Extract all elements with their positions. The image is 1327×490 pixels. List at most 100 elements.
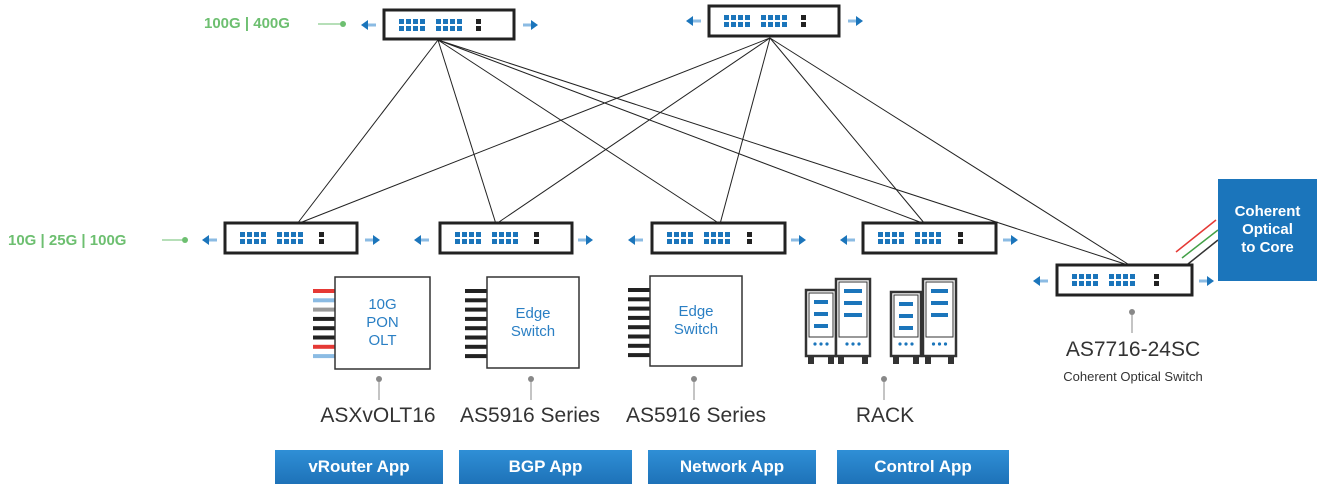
edge1-box-text: Edge Switch [487,305,579,341]
rack-unit [814,312,828,316]
switch-port [718,232,723,237]
switch-body [382,8,516,41]
connector-lead [465,354,487,359]
control-app-button[interactable]: Control App [837,450,1009,484]
switch-port [878,239,883,244]
arrow-left-icon [361,20,376,30]
switch-port [1072,281,1077,286]
arrow-shaft [635,238,643,242]
switch-port [885,239,890,244]
olt-line-3: OLT [368,332,397,349]
rack-led [851,342,855,346]
connector-lead [628,306,650,311]
switch-port [436,19,441,24]
switch-led [534,239,539,244]
leaf-speed-label: 10G | 25G | 100G [8,232,127,249]
switch-port [399,19,404,24]
arrow-shaft [1040,279,1048,283]
edge2-box-text: Edge Switch [650,303,742,339]
olt-line-2: PON [366,314,399,331]
switch-port [782,22,787,27]
arrow-shaft [523,23,531,27]
edge2-caption: AS5916 Series [625,404,767,427]
arrow-head [856,16,863,26]
rack-led [898,342,902,346]
rack-unit [844,313,862,317]
switch-port [277,239,282,244]
rack-foot [862,356,868,364]
device-body [649,275,743,367]
connector-lead [465,326,487,331]
rack-led [937,342,942,346]
bgp-app-button[interactable]: BGP App [459,450,632,484]
connector-lead [465,344,487,349]
connector-lead [628,325,650,330]
device-box [313,276,431,370]
spine-leaf-link [296,37,771,225]
connector-lead [628,288,650,292]
connector-pins [162,21,1135,400]
switch-port [688,232,693,237]
device-body [486,276,580,369]
core-link-black [1187,239,1219,265]
switch-port [1123,281,1128,286]
arrow-head [1011,235,1018,245]
device-body [334,276,431,370]
connector-dot-icon [881,376,887,400]
switch-port [667,239,672,244]
switch-body [438,221,574,255]
connector-lead [465,316,487,321]
server-rack-icon [834,277,872,364]
coherent-caption: AS7716-24SC [1065,338,1201,361]
vrouter-app-button[interactable]: vRouter App [275,450,443,484]
switch-port [1093,274,1098,279]
network-app-button[interactable]: Network App [648,450,816,484]
rack-unit [899,302,913,306]
spine-leaf-link [437,39,721,225]
switch-port [688,239,693,244]
switch-port [455,239,460,244]
spine-leaf-link [719,37,771,225]
switch-port [298,239,303,244]
arrow-left-icon [1033,276,1048,286]
arrow-right-icon [1003,235,1018,245]
switch-port [892,232,897,237]
coherent-subcaption: Coherent Optical Switch [1063,369,1203,384]
switch-port [284,239,289,244]
rack-unit [899,314,913,318]
spine-leaf-link [437,39,1132,267]
switch-port [240,239,245,244]
switch-icon [861,221,998,255]
switch-port [878,232,883,237]
arrow-head [1033,276,1040,286]
switch-port [443,19,448,24]
rack-led [931,342,936,346]
switch-port [738,15,743,20]
switch-port [768,22,773,27]
switch-port [420,19,425,24]
connector-lead [628,334,650,339]
arrow-left-icon [840,235,855,245]
switch-port [469,239,474,244]
spine-leaf-link [437,39,497,225]
rack-unit [844,289,862,293]
switch-led [801,22,806,27]
rack-unit [814,300,828,304]
switch-led [747,239,752,244]
core-line-2: Optical [1242,221,1293,238]
switch-port [768,15,773,20]
switch-port [775,15,780,20]
arrow-shaft [848,19,856,23]
switch-port [450,19,455,24]
connector-lead [628,297,650,302]
connector-lead [313,335,335,340]
switch-port [899,239,904,244]
spine-leaf-link [769,37,1132,267]
switch-port [1079,281,1084,286]
rack-led [904,342,908,346]
edge1-line-2: Switch [510,323,556,340]
switch-led [476,19,481,24]
rack-led [845,342,849,346]
arrow-shaft [365,238,373,242]
switch-port [929,232,934,237]
